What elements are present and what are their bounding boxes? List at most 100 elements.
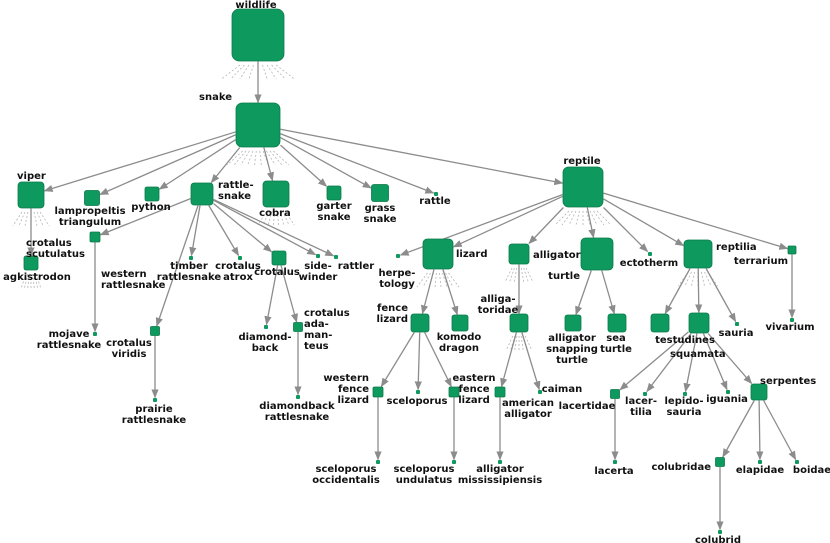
node-box[interactable] [334, 255, 338, 259]
node-squamata[interactable]: squamata [670, 312, 726, 360]
node-box[interactable] [562, 166, 604, 208]
node-crotalus[interactable]: crotalus [254, 250, 300, 278]
node-wildlife[interactable]: wildlife [231, 0, 285, 62]
node-box[interactable] [326, 185, 342, 201]
node-box[interactable] [750, 383, 768, 401]
node-turtle[interactable]: turtle [548, 237, 614, 282]
node-box[interactable] [650, 313, 670, 333]
node-box[interactable] [564, 314, 582, 332]
node-box[interactable] [144, 186, 160, 202]
node-lacerta[interactable]: lacerta [594, 460, 634, 477]
node-reptile[interactable]: reptile [562, 156, 604, 208]
node-rattlesnake[interactable]: rattle-snake [190, 180, 254, 206]
node-box[interactable] [508, 243, 530, 265]
node-vivarium[interactable]: vivarium [765, 318, 815, 333]
node-box[interactable] [89, 231, 101, 243]
node-box[interactable] [648, 252, 652, 256]
node-box[interactable] [396, 254, 400, 258]
node-testudines[interactable]: testudines [650, 313, 715, 346]
node-box[interactable] [758, 460, 762, 464]
node-box[interactable] [607, 313, 627, 333]
node-snake[interactable]: snake [199, 92, 281, 148]
node-box[interactable] [498, 460, 502, 464]
node-elapidae[interactable]: elapidae [736, 460, 784, 476]
node-terrarium[interactable]: terrarium [734, 245, 797, 267]
node-box[interactable] [238, 256, 242, 260]
node-box[interactable] [153, 398, 157, 402]
node-boidae[interactable]: boidae [793, 460, 830, 476]
node-box[interactable] [264, 325, 268, 329]
node-alligator[interactable]: alligator [508, 243, 581, 265]
node-box[interactable] [683, 239, 713, 269]
node-box[interactable] [262, 180, 290, 208]
node-colubrid[interactable]: colubrid [695, 530, 741, 543]
node-serpentes[interactable]: serpentes [750, 376, 816, 401]
node-lizard[interactable]: lizard [422, 238, 488, 270]
node-box[interactable] [643, 392, 647, 396]
node-iguania[interactable]: iguania [706, 390, 748, 405]
node-box[interactable] [372, 386, 384, 398]
node-box[interactable] [316, 254, 320, 258]
node-agkistrodon[interactable]: agkistrodon [3, 263, 71, 283]
node-box[interactable] [371, 184, 389, 202]
node-box[interactable] [293, 322, 303, 332]
node-colubridae[interactable]: colubridae [651, 457, 725, 474]
node-box[interactable] [416, 390, 420, 394]
node-box[interactable] [231, 8, 285, 62]
node-box[interactable] [410, 313, 430, 333]
node-rattle[interactable]: rattle [419, 192, 451, 207]
node-box[interactable] [434, 192, 438, 196]
node-sauria[interactable]: sauria [719, 322, 754, 339]
node-box[interactable] [735, 322, 739, 326]
node-box[interactable] [376, 460, 380, 464]
node-box[interactable] [613, 460, 617, 464]
node-box[interactable] [271, 250, 287, 266]
node-box[interactable] [795, 460, 799, 464]
node-box[interactable] [448, 386, 460, 398]
node-box[interactable] [452, 460, 456, 464]
node-box[interactable] [790, 318, 794, 322]
node-box[interactable] [718, 530, 722, 534]
node-box[interactable] [715, 457, 725, 467]
node-box[interactable] [610, 389, 620, 399]
node-lacertidae[interactable]: lacertidae [559, 389, 620, 413]
node-reptilia[interactable]: reptilia [683, 239, 757, 269]
node-ectotherm[interactable]: ectotherm [620, 252, 678, 269]
node-box[interactable] [235, 102, 281, 148]
node-viper[interactable]: viper [17, 171, 46, 209]
node-box[interactable] [150, 326, 160, 336]
node-box[interactable] [538, 390, 542, 394]
node-rattler[interactable]: rattler [334, 255, 374, 272]
node-diamondback[interactable]: diamond-back [238, 325, 292, 354]
node-box[interactable] [726, 390, 730, 394]
node-box[interactable] [494, 386, 506, 398]
node-cobra[interactable]: cobra [259, 180, 291, 219]
node-box[interactable] [787, 245, 797, 255]
node-box[interactable] [84, 190, 100, 206]
node-box[interactable] [688, 312, 710, 334]
node-box[interactable] [580, 237, 614, 271]
node-box[interactable] [509, 313, 529, 333]
node-box[interactable] [451, 314, 469, 332]
node-box[interactable] [296, 395, 300, 399]
node-alligatoridae[interactable]: alliga-toridae [478, 294, 529, 333]
node-sidewinder[interactable]: side-winder [299, 254, 338, 283]
node-box[interactable] [683, 392, 687, 396]
